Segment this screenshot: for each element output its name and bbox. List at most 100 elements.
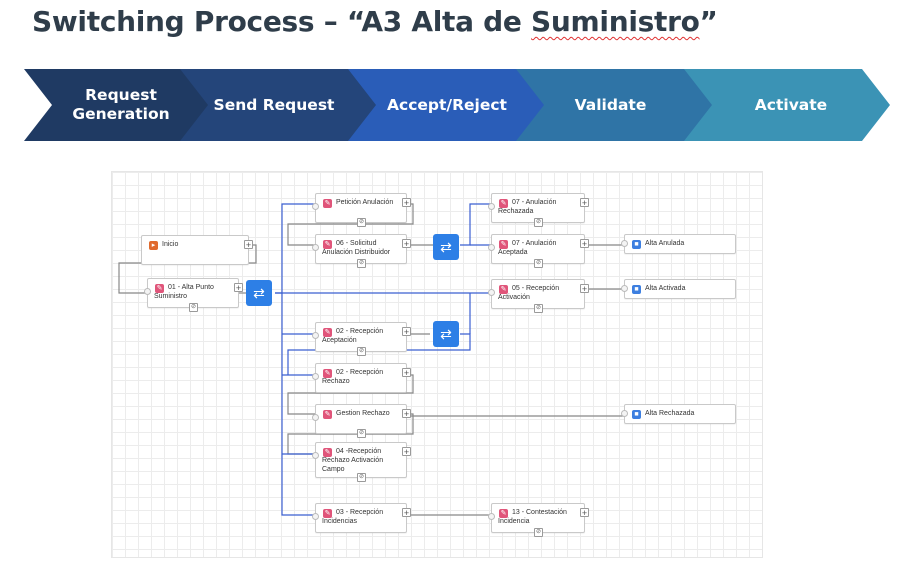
node-label: Alta Anulada: [645, 240, 685, 247]
add-step-button[interactable]: +: [402, 239, 411, 249]
stage-label-line: Generation: [72, 105, 170, 123]
task-node-04-recepcion-rechazo-activacion[interactable]: ✎ 04 -Recepción Rechazo Activación Campo…: [312, 442, 411, 482]
node-label: 06 - Solicitud Anulación Distribuidor: [322, 240, 391, 256]
stage-chevron-5: [683, 69, 890, 141]
edit-icon: ✎: [499, 199, 508, 208]
disable-icon[interactable]: ⊘: [534, 218, 543, 227]
title-suffix: ”: [699, 5, 718, 38]
input-port: [312, 373, 319, 380]
task-node-02-recepcion-aceptacion[interactable]: ✎ 02 - Recepción Aceptación + ⊘: [312, 322, 411, 356]
disable-icon[interactable]: ⊘: [357, 473, 366, 482]
edit-icon: ✎: [499, 240, 508, 249]
input-port: [312, 244, 319, 251]
task-node-07-anulacion-rechazada[interactable]: ✎ 07 - Anulación Rechazada + ⊘: [488, 193, 589, 227]
task-node-01-alta-punto-suministro[interactable]: ✎ 01 - Alta Punto Suministro + ⊘: [144, 278, 243, 312]
add-step-button[interactable]: +: [402, 508, 411, 518]
disable-icon[interactable]: ⊘: [357, 259, 366, 268]
node-label: Gestion Rechazo: [336, 410, 390, 417]
add-step-button[interactable]: +: [402, 409, 411, 419]
node-label: Petición Anulación: [336, 199, 394, 206]
add-step-button[interactable]: +: [234, 283, 243, 293]
input-port: [488, 244, 495, 251]
gateway-icon[interactable]: ⇄: [433, 234, 459, 260]
node-label: 03 - Recepción Incidencias: [322, 509, 384, 525]
end-node-alta-rechazada[interactable]: ■ Alta Rechazada: [621, 404, 736, 424]
gateway-icon[interactable]: ⇄: [433, 321, 459, 347]
add-step-button[interactable]: +: [580, 198, 589, 208]
add-step-button[interactable]: +: [580, 284, 589, 294]
disable-icon[interactable]: ⊘: [534, 259, 543, 268]
task-node-02-recepcion-rechazo[interactable]: ✎ 02 - Recepción Rechazo +: [312, 363, 411, 393]
add-step-button[interactable]: +: [580, 508, 589, 518]
task-node-05-recepcion-activacion[interactable]: ✎ 05 - Recepción Activación + ⊘: [488, 279, 589, 313]
input-port: [621, 285, 628, 292]
disable-icon[interactable]: ⊘: [189, 303, 198, 312]
input-port: [488, 289, 495, 296]
input-port: [312, 203, 319, 210]
branch-wire: [275, 203, 315, 294]
input-port: [312, 513, 319, 520]
node-label: 02 - Recepción Rechazo: [322, 369, 384, 385]
start-node-inicio[interactable]: ▸ Inicio +: [141, 235, 253, 265]
task-node-gestion-rechazo[interactable]: ✎ Gestion Rechazo + ⊘: [312, 404, 411, 438]
edit-icon: ✎: [323, 410, 332, 419]
gateway-icon[interactable]: ⇄: [246, 280, 272, 306]
task-node-peticion-anulacion[interactable]: ✎ Petición Anulación + ⊘: [312, 193, 411, 227]
node-label: 01 - Alta Punto Suministro: [154, 284, 214, 300]
disable-icon[interactable]: ⊘: [357, 347, 366, 356]
input-port: [621, 410, 628, 417]
disable-icon[interactable]: ⊘: [357, 429, 366, 438]
disable-icon[interactable]: ⊘: [357, 218, 366, 227]
node-label: Alta Activada: [645, 285, 686, 292]
connector: [287, 374, 414, 415]
node-label: 04 -Recepción Rechazo Activación Campo: [322, 448, 384, 473]
node-label: Alta Rechazada: [645, 410, 695, 417]
edit-icon: ✎: [323, 240, 332, 249]
task-node-06-solicitud-anulacion[interactable]: ✎ 06 - Solicitud Anulación Distribuidor …: [312, 234, 411, 268]
node-label: 02 - Recepción Aceptación: [322, 328, 384, 344]
title-prefix: Switching Process – “A3 Alta de: [32, 5, 532, 38]
add-step-button[interactable]: +: [580, 239, 589, 249]
start-icon: ▸: [149, 241, 158, 250]
disable-icon[interactable]: ⊘: [534, 528, 543, 537]
flow-connectors: [118, 203, 624, 516]
end-node-alta-activada[interactable]: ■ Alta Activada: [621, 279, 736, 299]
node-label: 05 - Recepción Activación: [498, 285, 560, 301]
edit-icon: ✎: [323, 448, 332, 457]
input-port: [312, 332, 319, 339]
stage-label-send-request: Send Request: [213, 95, 335, 114]
task-node-07-anulacion-aceptada[interactable]: ✎ 07 - Anulación Aceptada + ⊘: [488, 234, 589, 268]
edit-icon: ✎: [323, 328, 332, 337]
end-icon: ■: [632, 240, 641, 249]
add-step-button[interactable]: +: [402, 327, 411, 337]
process-chevron-bar: [24, 69, 890, 141]
stage-label-line: Request: [85, 86, 157, 104]
stage-chevron-3: [347, 69, 544, 141]
node-label: 07 - Anulación Rechazada: [498, 199, 557, 215]
end-icon: ■: [632, 285, 641, 294]
end-node-alta-anulada[interactable]: ■ Alta Anulada: [621, 234, 736, 254]
task-node-13-contestacion-incidencia[interactable]: ✎ 13 - Contestación Incidencia + ⊘: [488, 503, 589, 537]
stage-chevron-4: [515, 69, 712, 141]
input-port: [312, 452, 319, 459]
edit-icon: ✎: [323, 199, 332, 208]
stage-chevron-1: [24, 69, 208, 141]
connector: [287, 203, 414, 246]
add-step-button[interactable]: +: [402, 198, 411, 208]
add-step-button[interactable]: +: [402, 368, 411, 378]
disable-icon[interactable]: ⊘: [534, 304, 543, 313]
node-label: 13 - Contestación Incidencia: [498, 509, 567, 525]
stage-label-accept-reject: Accept/Reject: [387, 95, 507, 114]
branch-wire: [281, 293, 315, 516]
page-title: Switching Process – “A3 Alta de Suminist…: [32, 0, 718, 44]
title-squiggle-word: Suministro: [531, 5, 700, 38]
input-port: [621, 240, 628, 247]
add-step-button[interactable]: +: [402, 447, 411, 457]
edit-icon: ✎: [499, 509, 508, 518]
stage-label-validate: Validate: [574, 95, 647, 114]
add-step-button[interactable]: +: [244, 240, 253, 250]
flow-canvas[interactable]: ▸ Inicio + ✎ 01 - Alta Punto Suministro …: [111, 171, 763, 558]
input-port: [488, 513, 495, 520]
task-node-03-recepcion-incidencias[interactable]: ✎ 03 - Recepción Incidencias +: [312, 503, 411, 533]
